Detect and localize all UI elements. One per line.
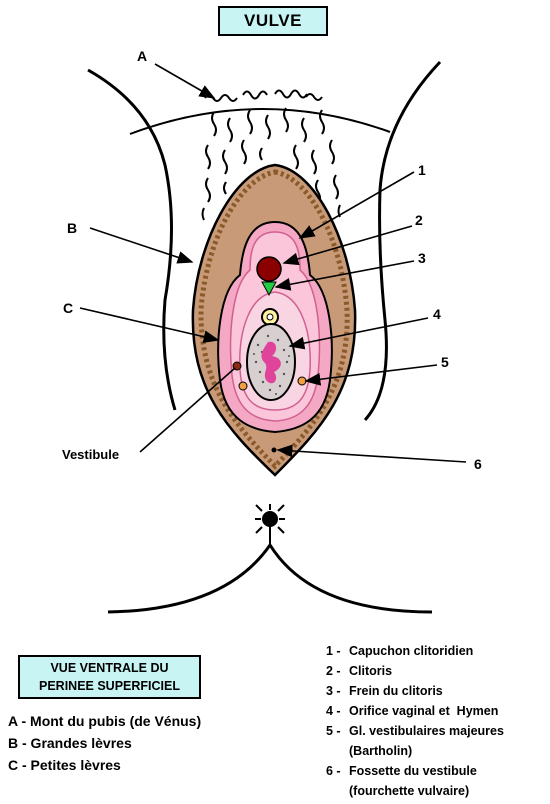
labium-majus-border [198,169,350,470]
label-3: 3 [418,250,426,266]
vestibular-fossa [271,447,277,453]
left-thigh-outline [87,68,177,411]
abdomen-line [129,108,391,135]
view-caption-box: VUE VENTRALE DU PERINEE SUPERFICIEL [18,655,201,699]
hymen-speckle [253,334,290,395]
leader-b [89,227,194,264]
legend-letter-item: B - Grandes lèvres [8,735,132,751]
leader-6 [276,444,467,463]
leader-vestibule [139,367,236,453]
label-4: 4 [433,306,441,322]
title-box: VULVE [218,6,328,36]
legend-letter-item: C - Petites lèvres [8,757,121,773]
legend-number-item: 3 - Frein du clitoris [326,684,443,698]
label-5: 5 [441,354,449,370]
legend-number-item: 6 - Fossette du vestibule (fourchette vu… [326,764,477,798]
body-outline [87,60,442,614]
leader-a [154,63,216,99]
leader-5 [304,364,438,386]
vaginal-lumen [261,341,281,384]
bartholin-gland-left-lower [238,381,248,391]
label-c: C [63,300,74,316]
label-1: 1 [418,162,426,178]
leader-c [79,307,220,343]
right-thigh-outline [363,60,442,422]
leader-1 [298,171,415,239]
label-6: 6 [474,456,482,472]
leader-4 [288,317,429,350]
legend-letter-item: A - Mont du pubis (de Vénus) [8,713,202,729]
buttocks-outline [107,542,433,614]
label-2: 2 [415,212,423,228]
label-a: A [137,48,148,64]
clitoris [256,256,282,282]
vulva-diagram [79,60,467,614]
legend-letters: A - Mont du pubis (de Vénus) B - Grandes… [8,710,201,776]
legend-number-item: 5 - Gl. vestibulaires majeures (Bartholi… [326,724,504,758]
legend-numbers: 1 - Capuchon clitoridien 2 - Clitoris 3 … [326,641,504,801]
page-title: VULVE [244,11,302,30]
leader-lines [79,63,467,463]
view-caption-line2: PERINEE SUPERFICIEL [39,679,180,693]
bartholin-gland-right [297,376,307,386]
anus [255,504,285,534]
leader-3 [274,260,415,291]
clitoral-frenulum [261,281,277,297]
legend-number-item: 2 - Clitoris [326,664,393,678]
legend-number-item: 1 - Capuchon clitoridien [326,644,474,658]
label-vestibule: Vestibule [62,447,120,462]
view-caption-line1: VUE VENTRALE DU [50,661,169,675]
leader-2 [282,225,413,266]
label-b: B [67,220,78,236]
legend-number-item: 4 - Orifice vaginal et Hymen [326,704,499,718]
